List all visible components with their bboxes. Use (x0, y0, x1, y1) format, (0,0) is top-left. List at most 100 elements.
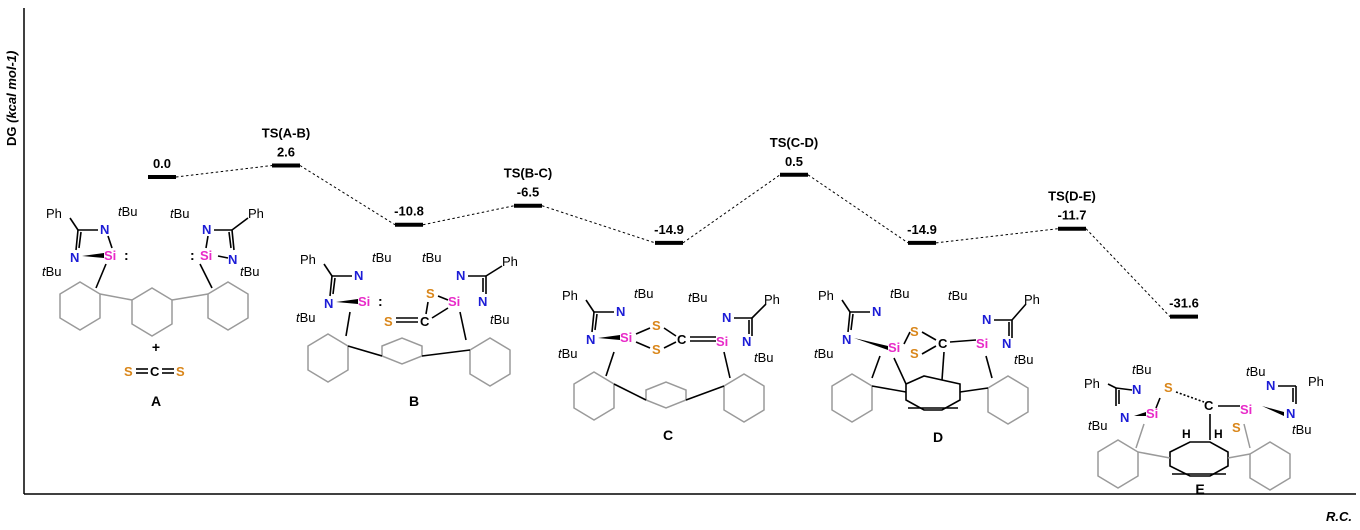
n-atom: N (324, 296, 333, 311)
tbu-bu: Bu (818, 346, 834, 361)
svg-text:tBu: tBu (1292, 422, 1312, 437)
svg-text:tBu: tBu (296, 310, 316, 325)
n-atom: N (228, 252, 237, 267)
c-atom: C (420, 314, 430, 329)
tbu-t: t (490, 312, 495, 327)
si-atom: Si (620, 330, 632, 345)
amidinate-left-B: Ph N N Si : tBu tBu (296, 250, 392, 325)
svg-text:tBu: tBu (240, 264, 260, 279)
c-atom: C (1204, 398, 1214, 413)
backbone-A (59, 263, 249, 337)
s-atom: S (1232, 420, 1241, 435)
amidinate-right-E: Si N N Ph tBu tBu (1240, 364, 1324, 437)
tbu-bu: Bu (1092, 418, 1108, 433)
tbu-t: t (42, 264, 47, 279)
n-atom: N (1266, 378, 1275, 393)
transition-state-label: TS(B-C) (504, 166, 552, 181)
tbu-bu: Bu (638, 286, 654, 301)
svg-text:tBu: tBu (490, 312, 510, 327)
si-atom: Si (1146, 406, 1158, 421)
energy-value-label: -14.9 (654, 222, 684, 237)
profile-connector (422, 205, 515, 226)
tbu-t: t (688, 290, 693, 305)
s-atom: S (652, 318, 661, 333)
structure-C: Ph N N Si tBu tBu S S C Si N N (558, 286, 780, 443)
n-atom: N (478, 294, 487, 309)
profile-connector (299, 165, 396, 226)
c-atom: C (677, 332, 687, 347)
n-atom: N (100, 222, 109, 237)
lone-pair: : (378, 293, 383, 309)
tbu-t: t (170, 206, 175, 221)
energy-value-label: -6.5 (517, 185, 539, 200)
si-atom: Si (716, 334, 728, 349)
n-atom: N (202, 222, 211, 237)
profile-connector (1085, 228, 1171, 318)
svg-text:tBu: tBu (42, 264, 62, 279)
structure-B-label: B (409, 393, 419, 409)
y-axis-label-main: DG (4, 123, 19, 146)
n-atom: N (982, 312, 991, 327)
si-atom: Si (104, 248, 116, 263)
s-atom: S (910, 346, 919, 361)
si-atom: Si (1240, 402, 1252, 417)
energy-value-label: -10.8 (394, 204, 424, 219)
tbu-t: t (1014, 352, 1019, 367)
svg-text:tBu: tBu (372, 250, 392, 265)
plus-sign: + (152, 339, 160, 355)
tbu-bu: Bu (1018, 352, 1034, 367)
s-atom: S (1164, 380, 1173, 395)
profile-connector (682, 174, 781, 244)
svg-text:tBu: tBu (170, 206, 190, 221)
tbu-bu: Bu (122, 204, 138, 219)
tbu-t: t (634, 286, 639, 301)
tbu-bu: Bu (494, 312, 510, 327)
cs2-bridge-E: S C S H H (1155, 380, 1241, 441)
tbu-bu: Bu (1250, 364, 1266, 379)
amidinate-left-A: Ph N N Si : tBu tBu (42, 204, 138, 279)
tbu-bu: Bu (1296, 422, 1312, 437)
amidinate-left-E: Ph N N Si tBu tBu (1084, 362, 1158, 433)
ph-label: Ph (46, 206, 62, 221)
energy-value-label: 0.5 (785, 154, 803, 169)
structure-B: Ph N N Si : tBu tBu S C S Si N N (296, 250, 518, 409)
n-atom: N (1002, 336, 1011, 351)
ph-label: Ph (764, 292, 780, 307)
energy-levels: 0.02.6TS(A-B)-10.8-6.5TS(B-C)-14.90.5TS(… (148, 126, 1199, 319)
tbu-t: t (1292, 422, 1297, 437)
tbu-t: t (558, 346, 563, 361)
tbu-bu: Bu (952, 288, 968, 303)
backbone-B (307, 311, 511, 387)
structure-D-label: D (933, 429, 943, 445)
tbu-bu: Bu (894, 286, 910, 301)
n-atom: N (70, 250, 79, 265)
c-atom: C (938, 336, 948, 351)
tbu-t: t (1246, 364, 1251, 379)
profile-connector (175, 165, 273, 178)
energy-value-label: -11.7 (1058, 208, 1087, 223)
n-atom: N (872, 304, 881, 319)
structure-E-label: E (1195, 481, 1204, 497)
svg-text:tBu: tBu (1246, 364, 1266, 379)
ph-label: Ph (1084, 376, 1100, 391)
tbu-t: t (240, 264, 245, 279)
c-atom: C (150, 364, 160, 379)
n-atom: N (1132, 382, 1141, 397)
tbu-t: t (1132, 362, 1137, 377)
amidinate-right-D: Si N N Ph tBu tBu (948, 288, 1040, 367)
si-atom: Si (448, 294, 460, 309)
tbu-t: t (754, 350, 759, 365)
tbu-t: t (890, 286, 895, 301)
svg-text:tBu: tBu (688, 290, 708, 305)
x-axis-label: R.C. (1326, 509, 1352, 524)
svg-text:tBu: tBu (1088, 418, 1108, 433)
y-axis-label: DG (kcal mol-1) (4, 51, 19, 146)
tbu-bu: Bu (562, 346, 578, 361)
structure-D: Ph N N Si tBu tBu S S C Si N N (814, 286, 1040, 445)
tbu-t: t (296, 310, 301, 325)
n-atom: N (722, 310, 731, 325)
svg-text:tBu: tBu (890, 286, 910, 301)
cs2-molecule: S C S (124, 364, 185, 379)
svg-text:tBu: tBu (422, 250, 442, 265)
